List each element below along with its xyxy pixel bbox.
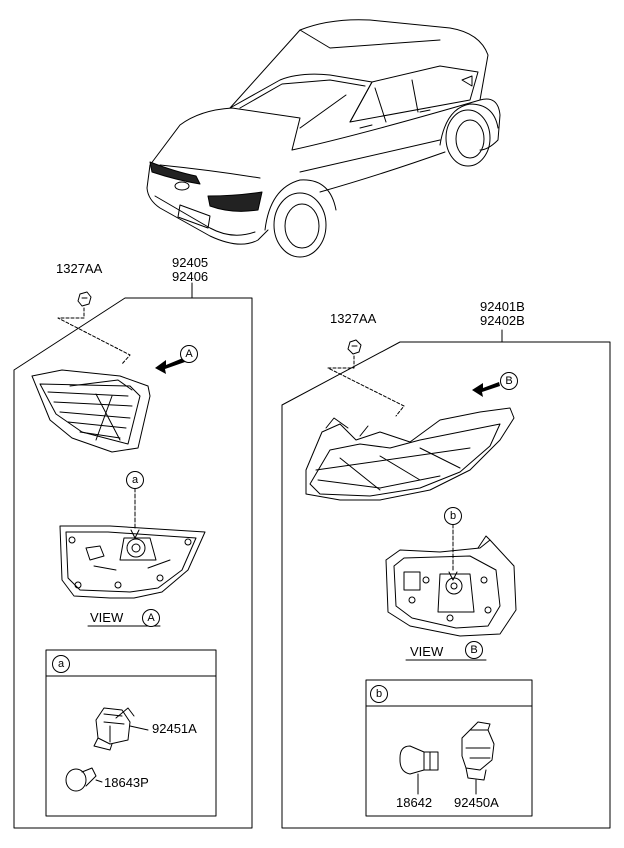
leader-92451a: [129, 725, 149, 731]
left-callout-marker: a: [126, 471, 144, 489]
left-view-caption: VIEW: [90, 610, 123, 626]
right-nut-label: 1327AA: [330, 311, 377, 326]
left-view-word: VIEW: [90, 610, 124, 625]
right-lamp-illustration: [305, 407, 515, 501]
right-callout-marker: b: [444, 507, 462, 525]
right-lamp-rear-view: [385, 535, 517, 637]
inset-b-frame: [365, 679, 533, 817]
bulb-18642-icon: [399, 745, 439, 775]
left-lamp-illustration: [31, 369, 151, 453]
right-part-number-1: 92401B: [480, 299, 525, 314]
left-part-number-1: 92405: [172, 255, 209, 270]
inset-a-part-label-1: 92451A: [152, 721, 197, 736]
right-part-number-2: 92402B: [480, 313, 525, 328]
inset-b-marker: b: [370, 685, 388, 703]
inset-a-marker: a: [52, 655, 70, 673]
right-view-word: VIEW: [410, 644, 444, 659]
inset-a-part-label-2: 18643P: [104, 775, 149, 790]
view-b-arrow-icon: [472, 382, 500, 397]
inset-a-frame: [45, 649, 217, 817]
right-arrow-marker: B: [500, 372, 518, 390]
left-arrow-marker: A: [180, 345, 198, 363]
car-illustration: [146, 19, 501, 258]
left-part-number-2: 92406: [172, 269, 209, 284]
left-lamp-rear-view: [59, 525, 206, 599]
left-view-marker: A: [142, 609, 160, 627]
right-view-caption: VIEW: [410, 644, 443, 660]
left-nut-label: 1327AA: [56, 261, 103, 276]
leader-18643p: [95, 779, 103, 783]
callout-b-arrowhead: [448, 571, 458, 581]
bulb-18643p-icon: [65, 767, 97, 792]
view-a-arrow-icon: [155, 358, 185, 374]
inset-b-part-label-1: 18642: [396, 795, 433, 810]
socket-92451a-icon: [93, 707, 135, 751]
right-assembly-frame: [281, 329, 611, 829]
socket-92450a-icon: [461, 721, 495, 781]
inset-b-part-label-2: 92450A: [454, 795, 499, 810]
right-view-marker: B: [465, 641, 483, 659]
left-assembly-frame: [13, 282, 253, 829]
